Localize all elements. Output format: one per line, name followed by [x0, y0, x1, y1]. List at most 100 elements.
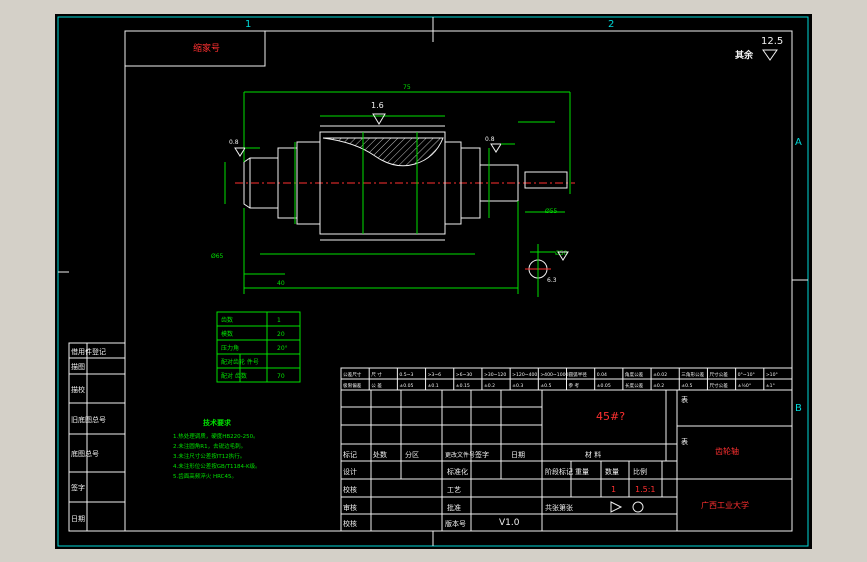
tolerance-cell: >120~400 [512, 372, 537, 378]
tech-requirement-line: 4.未注形位公差按GB/T1184-K级。 [173, 462, 261, 470]
roughness-tag-0-8b: 0.8 [485, 136, 495, 143]
svg-text:批准: 批准 [447, 503, 461, 512]
tolerance-cell: 公 差 [371, 382, 382, 389]
version-value: V1.0 [499, 518, 520, 528]
tech-requirement-line: 1.热处理调质，硬度HB220-250。 [173, 432, 259, 440]
tb-material-label: 材 料 [585, 450, 601, 459]
tolerance-cell: >3~6 [428, 372, 442, 378]
keyway-end-view [524, 171, 568, 189]
dim-step: 40 [277, 280, 285, 287]
svg-text:数量: 数量 [605, 467, 619, 476]
gear-param-value: 1 [277, 317, 281, 324]
tolerance-cell: ±0.2 [653, 383, 664, 389]
dim-d3: Ø50 [555, 250, 568, 257]
svg-text:签字: 签字 [475, 450, 489, 459]
svg-text:分区: 分区 [405, 450, 419, 459]
dim-d1: Ø65 [211, 253, 224, 260]
company-name: 广西工业大学 [701, 500, 749, 510]
roughness-tag-1-6: 1.6 [371, 101, 384, 110]
roughness-marker-icon [372, 113, 386, 125]
side-label: 描图 [71, 362, 85, 371]
tolerance-cell: 长度公差 [625, 382, 644, 389]
tolerance-cell: 尺 寸 [371, 371, 382, 378]
tolerance-cell: ±0.5 [681, 383, 692, 389]
side-label: 旧底图总号 [71, 415, 106, 424]
shaft-view: 75 40 Ø65 Ø55 1.6 0.8 0.8 [211, 84, 575, 294]
tolerance-cell: ±0.05 [399, 383, 413, 389]
roughness-tag-0-8a: 0.8 [229, 139, 239, 146]
tolerance-cell: >6~30 [456, 372, 473, 378]
tolerance-cell: 极限偏差 [343, 382, 362, 389]
svg-text:共张第张: 共张第张 [545, 503, 573, 512]
tolerance-cell: 公差尺寸 [343, 371, 362, 378]
tolerance-cell: ±½0° [738, 382, 752, 389]
tech-requirement-line: 2.未注圆角R1，去锐边毛刺。 [173, 442, 246, 450]
tolerance-cell: ±0.02 [653, 372, 667, 378]
tolerance-cell: ±0.3 [512, 383, 523, 389]
tolerance-cell: 角度公差 [625, 371, 644, 378]
roughness-marker-icon [557, 251, 569, 261]
tolerance-cell: >30~120 [484, 372, 506, 378]
projection-cone-icon [610, 501, 623, 513]
zone-label-b: B [795, 403, 802, 414]
tech-requirements-title: 技术要求 [203, 418, 232, 427]
tolerance-cell: ±0.05 [597, 383, 611, 389]
svg-text:比例: 比例 [633, 467, 647, 476]
svg-text:表: 表 [681, 395, 688, 404]
stamp-box [124, 30, 266, 67]
tolerance-cell: 三角形公差 [681, 371, 704, 378]
tolerance-cell: ±0.2 [484, 383, 495, 389]
svg-text:处数: 处数 [373, 450, 387, 459]
tolerance-cell: 0.04 [597, 372, 607, 378]
gear-param-label: 压力角 [221, 344, 239, 352]
roughness-tag-6-3: 6.3 [547, 277, 557, 284]
tolerance-cell: ±1° [766, 383, 775, 389]
tolerance-cell: ±0.1 [428, 383, 439, 389]
gear-param-label: 配对齿轮 件号 [221, 358, 259, 366]
svg-text:审核: 审核 [343, 503, 357, 512]
side-label: 签字 [71, 483, 85, 492]
section-view: Ø50 6.3 [525, 244, 569, 297]
tb-mark-label: 标记 [343, 450, 357, 459]
side-label: 借用件登记 [71, 347, 106, 356]
zone-label-2: 2 [608, 19, 614, 30]
tolerance-cell: 0°~10° [738, 372, 755, 378]
svg-text:工艺: 工艺 [447, 486, 461, 494]
svg-text:阶段标记: 阶段标记 [545, 467, 573, 476]
part-name: 齿轮轴 [715, 446, 739, 456]
scale-value: 1.5:1 [635, 485, 656, 494]
gear-param-value: 20 [277, 331, 285, 338]
tolerance-cell: ±0.5 [540, 383, 551, 389]
gear-parameter-table [216, 311, 301, 383]
title-block [340, 389, 793, 532]
svg-text:版本号: 版本号 [445, 519, 466, 528]
material-value: 45#? [596, 410, 625, 423]
zone-label-1: 1 [245, 19, 251, 30]
side-label: 描校 [71, 385, 85, 394]
roughness-symbol-icon [762, 49, 778, 61]
qty-value: 1 [611, 485, 616, 494]
gear-param-value: 20° [277, 345, 288, 352]
svg-text:重量: 重量 [575, 468, 589, 476]
svg-text:标准化: 标准化 [447, 467, 468, 476]
stamp-text: 缩家号 [193, 42, 220, 54]
tolerance-cell: 尺寸公差 [709, 371, 728, 378]
svg-text:表: 表 [681, 437, 688, 446]
gear-param-label: 齿数 [221, 316, 233, 324]
gear-section-hatch [322, 137, 444, 167]
roughness-marker-icon [490, 143, 502, 153]
gear-param-label: 配对 齿数 [221, 372, 247, 380]
tolerance-cell: 尺寸公差 [709, 382, 728, 389]
side-label: 底图总号 [71, 449, 99, 458]
svg-text:校核: 校核 [343, 519, 357, 528]
svg-text:更改文件号: 更改文件号 [445, 451, 475, 459]
tolerance-cell: >10° [766, 372, 778, 378]
zone-label-a: A [795, 137, 802, 148]
tech-requirement-line: 5.齿面高频淬火 HRC45。 [173, 472, 237, 480]
gear-param-value: 70 [277, 373, 285, 380]
side-label: 日期 [71, 515, 85, 523]
tolerance-cell: ±0.15 [456, 383, 470, 389]
cad-drawing-viewport[interactable]: 1 2 A B 缩家号 其余 12.5 [55, 14, 812, 549]
tolerance-cell: 圆弧半径 [569, 371, 588, 378]
dim-overall: 75 [403, 84, 411, 91]
